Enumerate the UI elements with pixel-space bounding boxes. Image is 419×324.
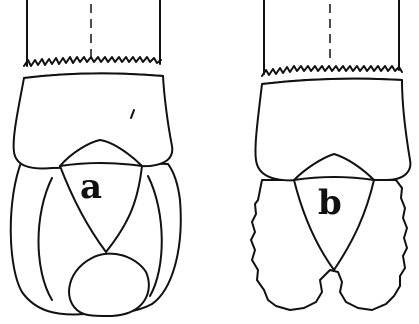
panel-b-drawing <box>251 0 410 310</box>
panel-a-label: a <box>80 167 102 207</box>
panel-a-drawing <box>11 0 181 316</box>
panel-b-label: b <box>318 183 342 223</box>
